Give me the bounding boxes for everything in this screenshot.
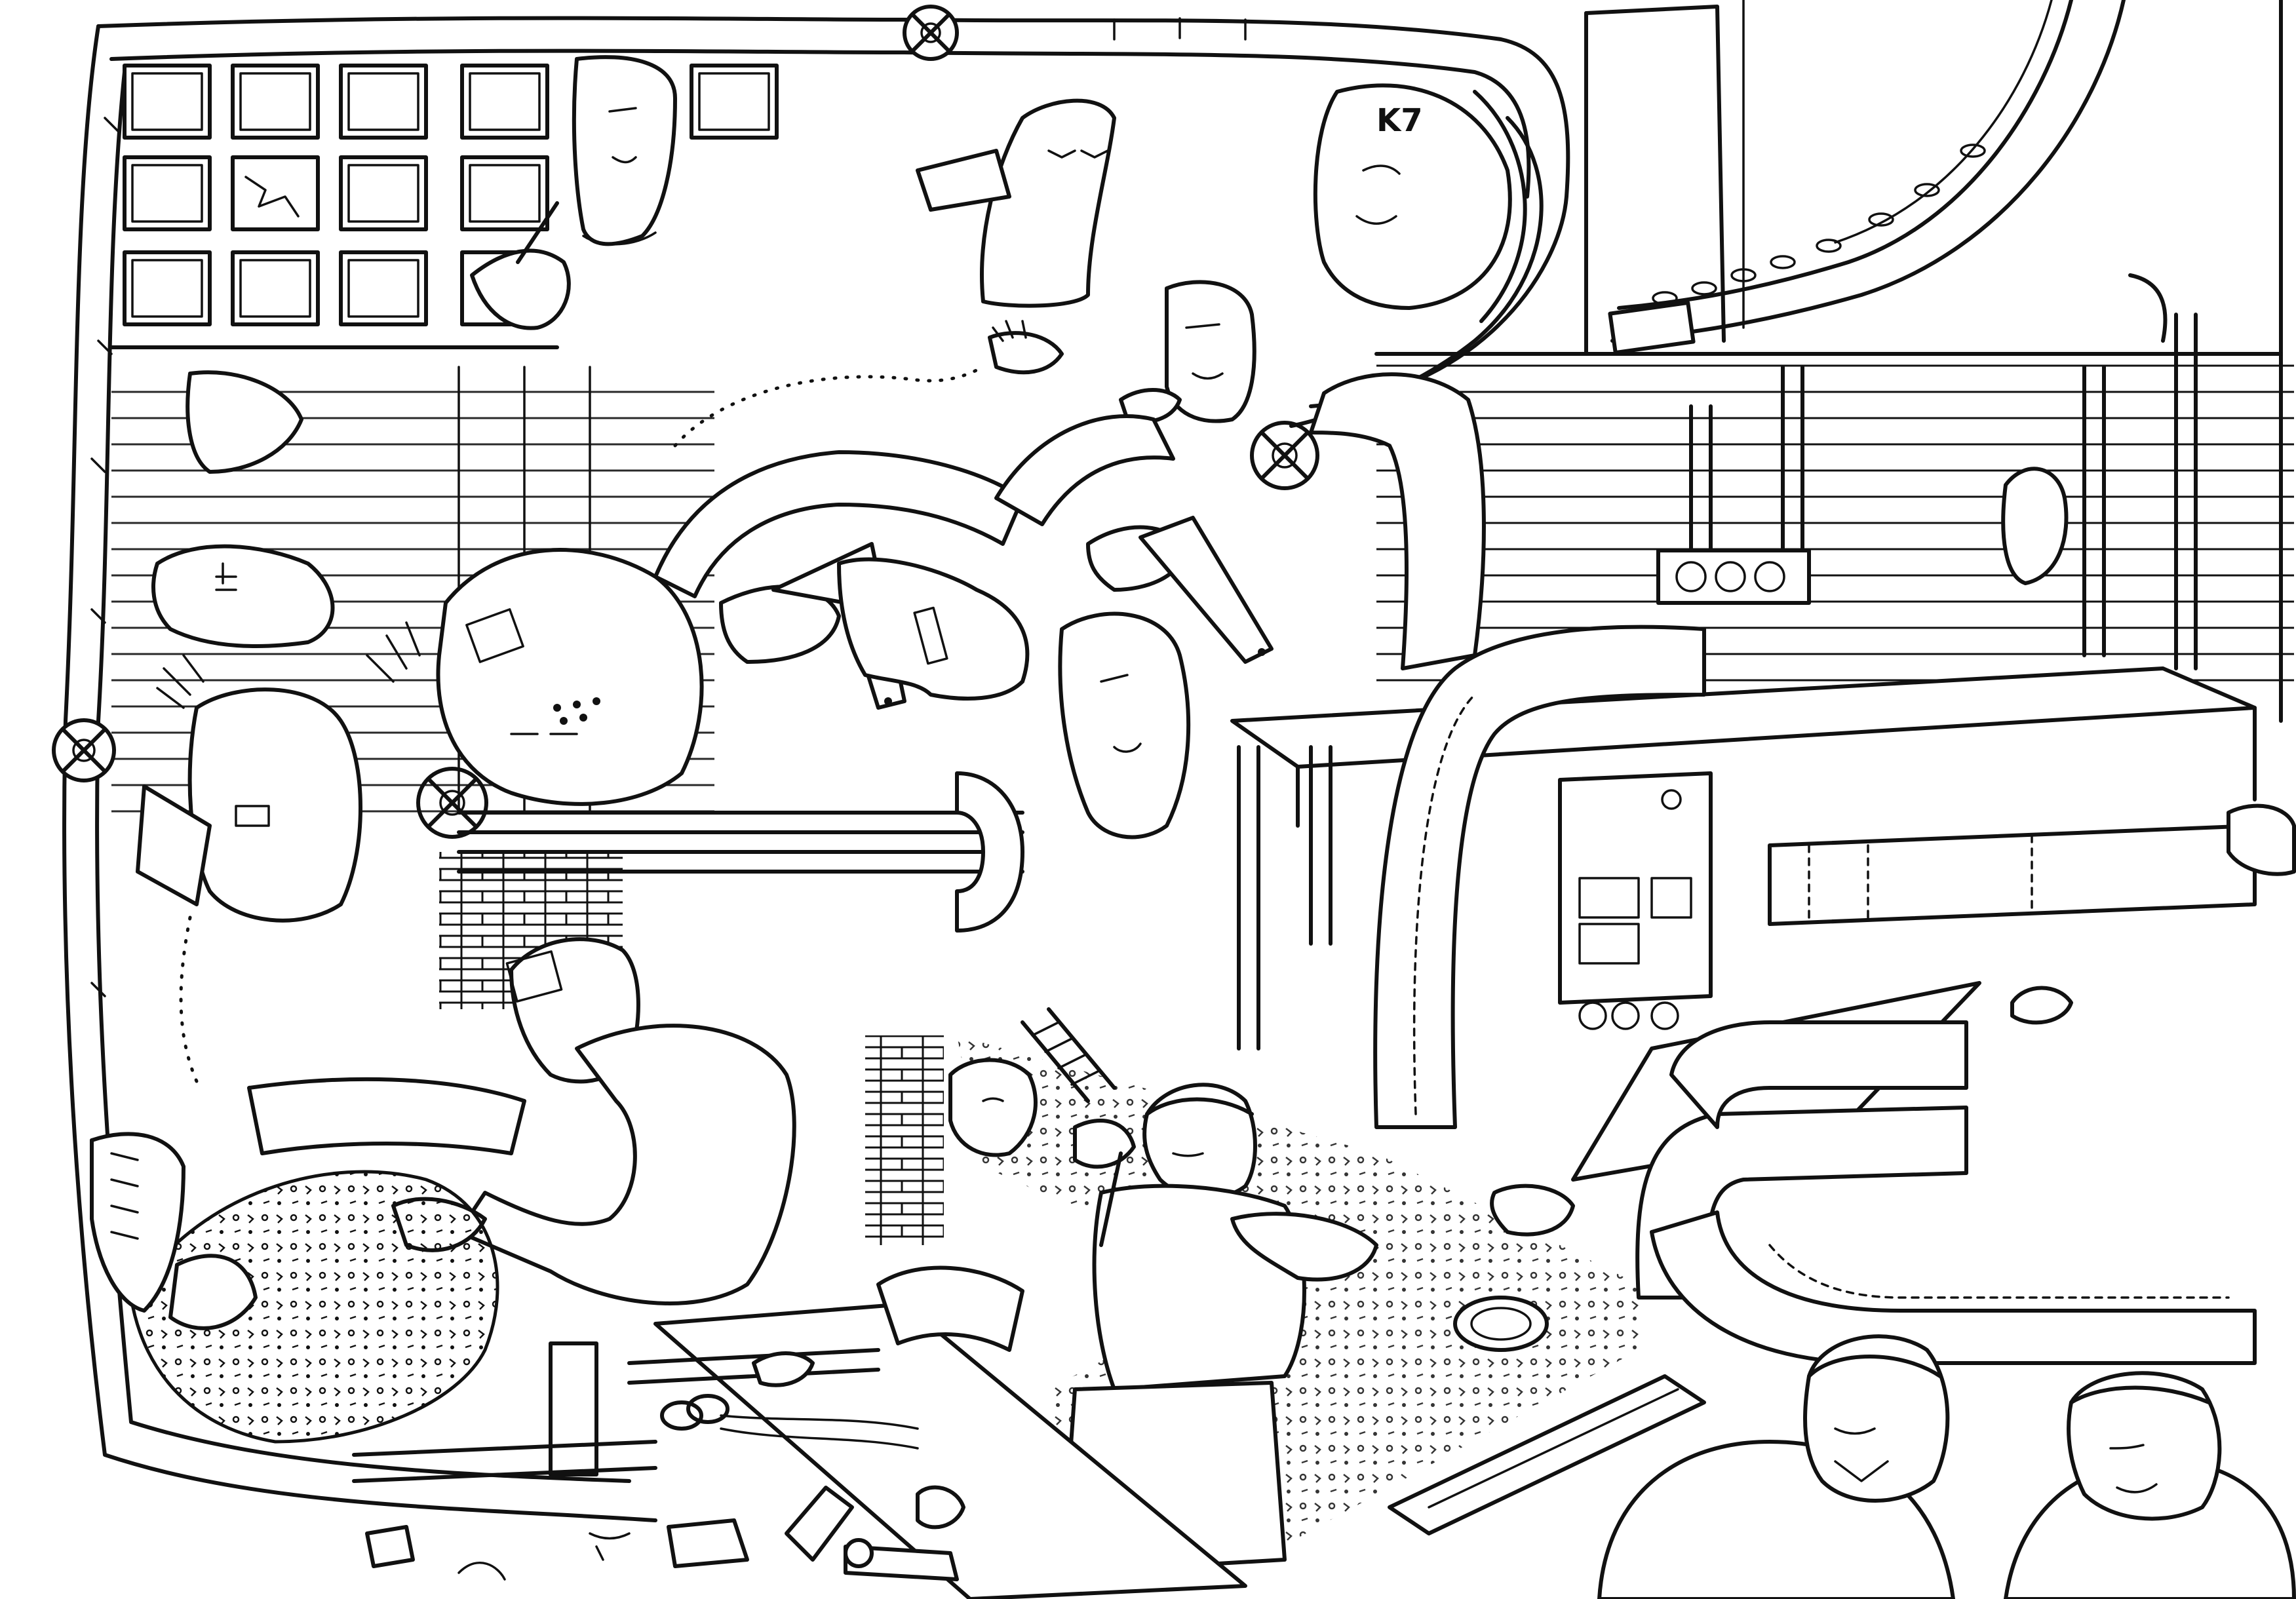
dotted-flight-path (181, 367, 983, 1081)
control-panel-machine (1560, 773, 1711, 1029)
grid-window (341, 252, 426, 324)
industrial-pipes (1239, 275, 2255, 1363)
worker-beanie-center (1062, 1085, 1376, 1573)
striped-sleeve-figure (249, 939, 794, 1303)
writing-hand (472, 203, 569, 328)
grid-window (125, 66, 210, 138)
helmeted-head-center-left (438, 550, 701, 804)
shovel-blades (1390, 1376, 1704, 1533)
winged-hand (990, 321, 1062, 372)
grid-window (341, 66, 426, 138)
grid-window-broken (233, 157, 318, 229)
valve-wheel-top (905, 7, 957, 59)
gauge-panel (1658, 550, 1809, 603)
border-rivets (92, 18, 1245, 996)
pistol-hand-right (1088, 518, 1272, 662)
curved-conveyor-top-right (1610, 0, 2124, 353)
worker-foreground-left (1599, 1336, 1953, 1599)
left-enclosure-border (64, 18, 1568, 1521)
worker-on-ledge (2003, 469, 2066, 583)
grid-window (125, 252, 210, 324)
pen-holder-head (1121, 282, 1255, 421)
grid-window (233, 66, 318, 138)
clawed-arm-left (138, 623, 419, 921)
bag-hand-left (187, 372, 302, 472)
grid-window (691, 66, 777, 138)
worker-looking-up (950, 1060, 1036, 1155)
shirt-block-center (839, 560, 1027, 699)
floating-arm-top-center (918, 101, 1114, 306)
valve-wheel-left (54, 720, 114, 780)
floating-head-top (574, 57, 675, 244)
worker-peeking-right (2228, 806, 2294, 874)
worker-foreground-right (2006, 1373, 2294, 1599)
hose-tube-center (655, 416, 1173, 596)
grid-window (462, 157, 547, 229)
face-in-ribbed-ring: K7 (1291, 85, 1542, 426)
face-left-side (153, 547, 332, 646)
masked-head-center-right (1060, 614, 1188, 838)
bubble-label: K7 (1376, 102, 1423, 139)
grid-window (462, 66, 547, 138)
dots-cluster (553, 697, 600, 725)
grid-window (341, 157, 426, 229)
grid-window (125, 157, 210, 229)
striped-wall-right (1376, 341, 2294, 682)
rope-coils (662, 1396, 918, 1448)
valve-wheel-right (1252, 423, 1317, 488)
pipe-rack-center (459, 773, 1022, 931)
mitten-hand (1492, 1186, 1573, 1235)
ladder-center (1022, 1009, 1114, 1101)
crouching-figure-lower-center (754, 1268, 1022, 1385)
grid-window (233, 252, 318, 324)
rubble-pile-left (92, 1134, 497, 1442)
worker-peeking-platform (2012, 988, 2071, 1023)
bottles-debris-bottom (367, 1488, 963, 1579)
